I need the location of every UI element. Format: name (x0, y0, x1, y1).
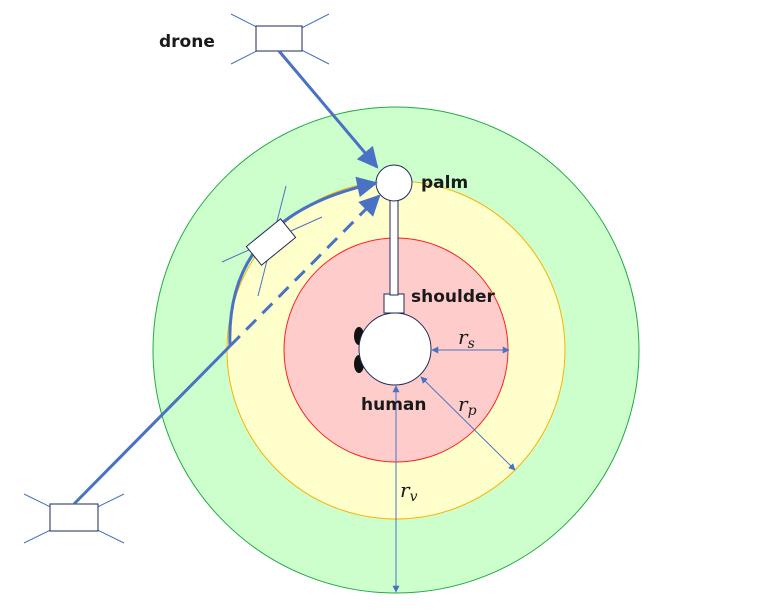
arm (389, 199, 399, 296)
direct-dashed-path (228, 194, 381, 348)
shoulder-joint (383, 293, 405, 314)
shoulder-label: shoulder (411, 287, 496, 307)
rp-label: rp (458, 392, 477, 419)
human-label: human (361, 395, 427, 415)
palm (375, 164, 413, 202)
top-drone-path (277, 50, 379, 169)
drone-label: drone (159, 32, 215, 52)
rv-label: rv (400, 478, 418, 505)
rp-dimension-arrow (420, 376, 516, 471)
arc-drone (221, 185, 323, 297)
rs-label: rs (458, 325, 475, 352)
palm-label: palm (421, 173, 468, 193)
human-head (358, 312, 432, 386)
top-drone (230, 13, 330, 65)
bottom-left-drone (23, 493, 125, 544)
bottom-drone-approach-path (72, 344, 232, 506)
